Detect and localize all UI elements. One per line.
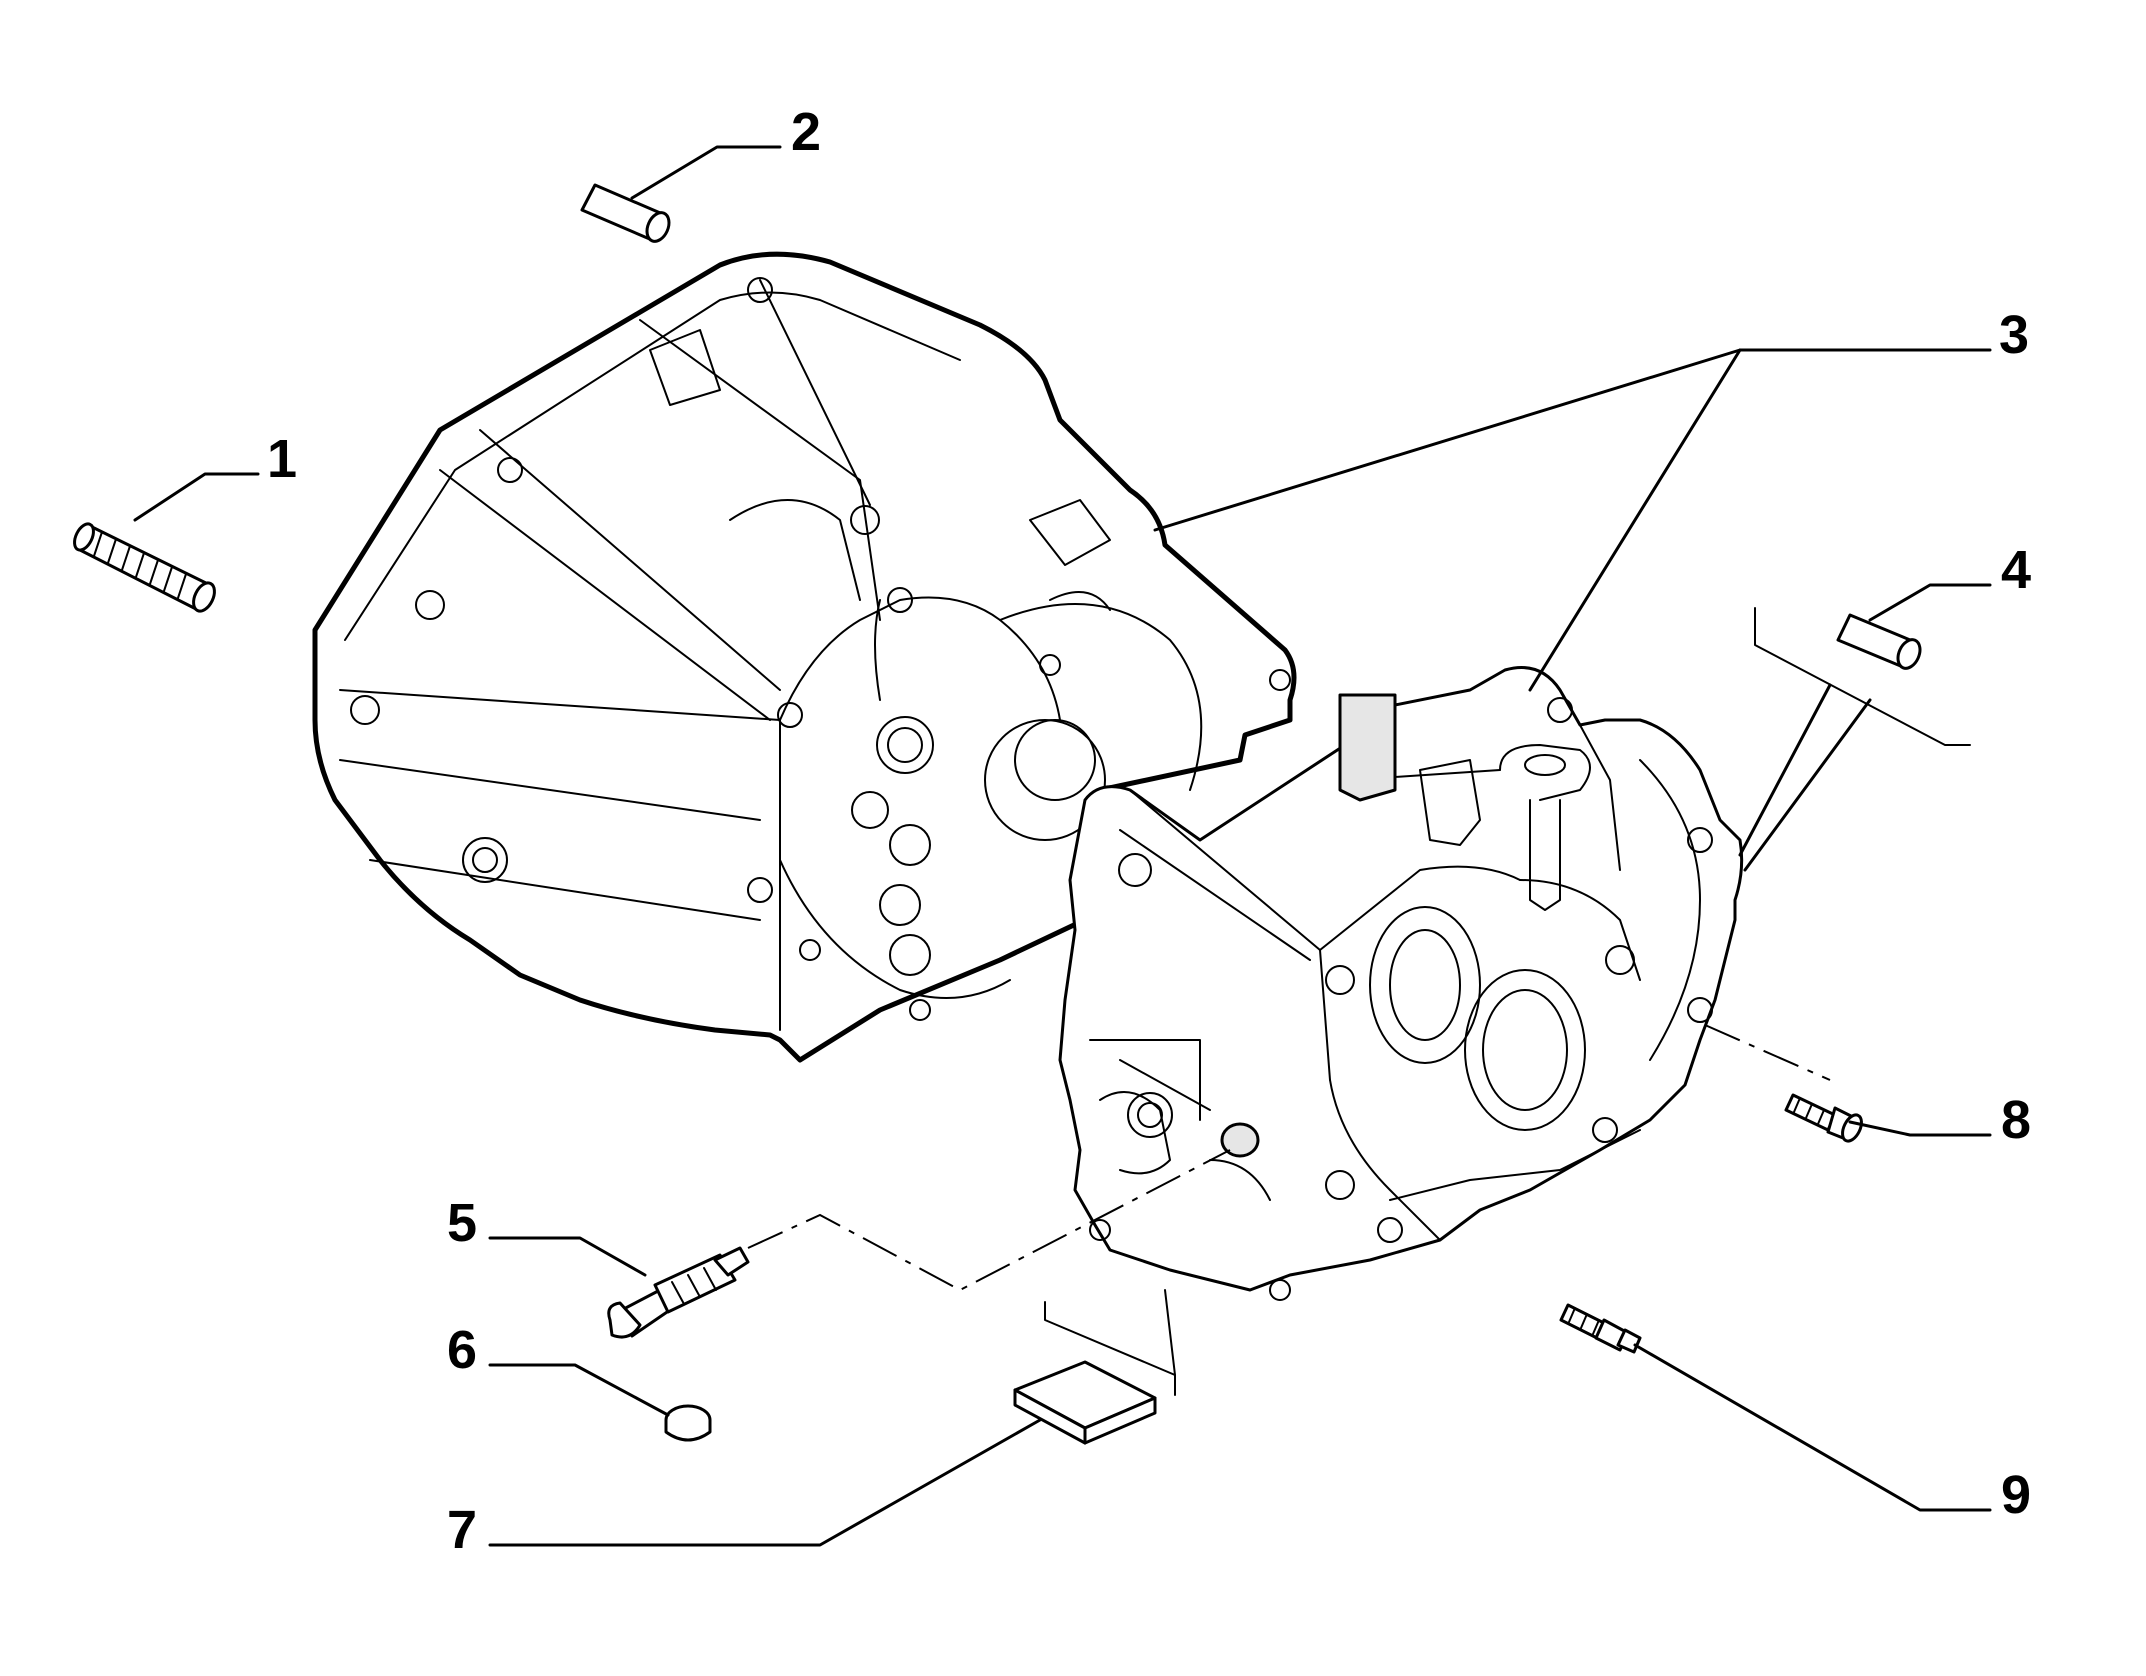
callout-labels: 1 2 3 4 5 6 7 8 9 <box>267 102 2031 1560</box>
callout-4: 4 <box>2001 540 2031 600</box>
callout-9: 9 <box>2001 1465 2031 1525</box>
gearbox-housing <box>1058 666 1744 1301</box>
callout-6: 6 <box>447 1320 477 1380</box>
part-4-dowel-pin <box>1836 613 1922 670</box>
part-5-sensor <box>607 1246 750 1339</box>
assembly-axis-lines <box>747 1024 1831 1292</box>
part-6-plug <box>664 1404 712 1442</box>
callout-8: 8 <box>2001 1090 2031 1150</box>
clutch-housing <box>312 251 1297 1063</box>
part-9-stud <box>1559 1303 1642 1354</box>
part-7-gasket <box>1013 1360 1157 1445</box>
callout-7: 7 <box>447 1500 477 1560</box>
callout-3: 3 <box>1999 305 2029 365</box>
callout-2: 2 <box>791 102 821 162</box>
part-8-flange-bolt <box>1784 1093 1863 1143</box>
part-2-dowel-pin <box>580 183 671 243</box>
callout-5: 5 <box>447 1193 477 1253</box>
callout-1: 1 <box>267 429 297 489</box>
leader-lines <box>133 145 1992 1547</box>
part-1-threaded-stud <box>73 522 216 613</box>
